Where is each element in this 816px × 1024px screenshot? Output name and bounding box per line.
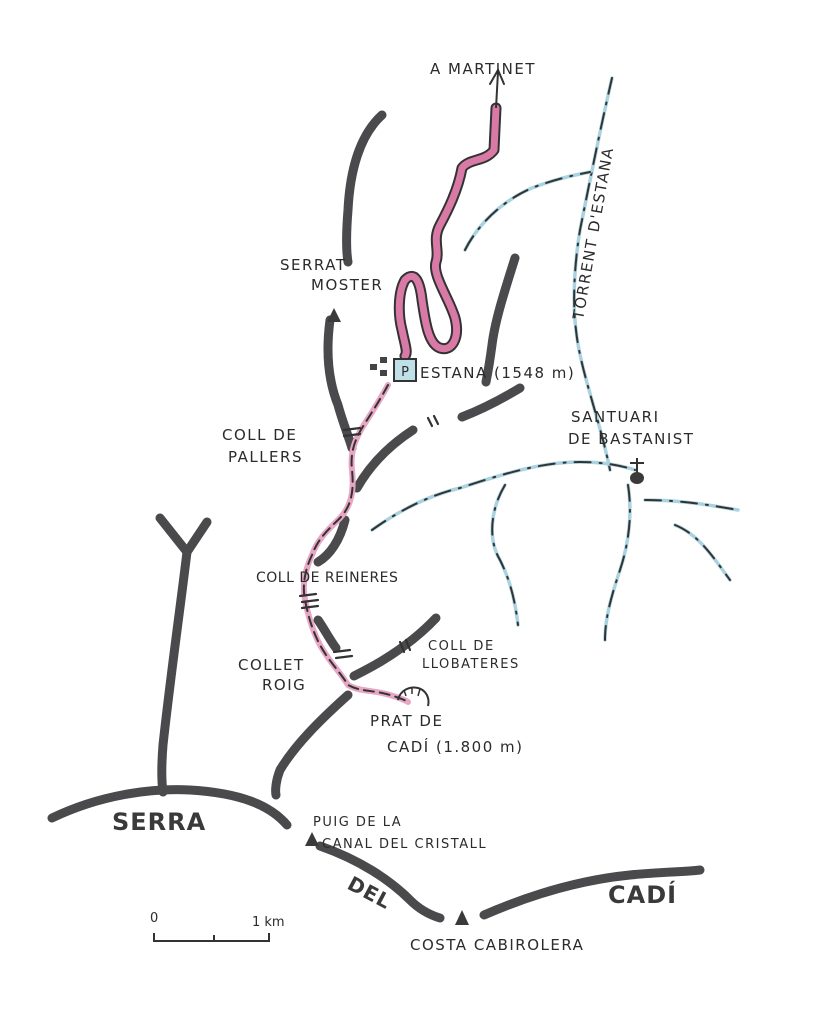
label-collet-roig-line2: ROIG: [262, 676, 306, 694]
meadow-icon: [397, 686, 430, 707]
stream-west-branch: [370, 460, 637, 532]
ridge-collet-roig-south: [271, 690, 353, 800]
label-santuari-line1: SANTUARI: [571, 408, 660, 426]
peak-icon: [305, 832, 319, 846]
label-coll-pallers-line1: COLL DE: [222, 426, 297, 444]
label-serrat-moster-line2: MOSTER: [311, 276, 383, 294]
ridge-reineres: [313, 515, 350, 567]
peak-icon: [455, 910, 469, 925]
pass-estana-ridge: [426, 414, 440, 428]
ridge-collet-roig-north: [313, 615, 341, 653]
stream-torrent-estana: [572, 76, 614, 472]
label-coll-llobateres-line1: COLL DE: [428, 639, 495, 654]
hiking-trail: [300, 382, 411, 705]
peaks: [305, 308, 469, 925]
stream-east-branch: [643, 498, 740, 512]
scale-start-label: 0: [150, 911, 160, 926]
pass-coll-de-pallers: [342, 426, 362, 438]
streams: [370, 76, 740, 642]
label-prat-cadi-line2: CADÍ (1.800 m): [387, 737, 524, 756]
ridge-pallers-east: [352, 425, 418, 493]
ridge-north-west: [342, 110, 387, 267]
pass-coll-de-reineres: [298, 592, 320, 610]
pass-collet-roig: [332, 648, 354, 660]
pass-markers: [298, 414, 440, 660]
label-serrat-moster-line1: SERRAT: [280, 256, 347, 274]
scale-bar: 0 1 km: [150, 911, 285, 942]
pass-coll-de-llobateres: [398, 638, 412, 654]
ridge-west-valley-fork-b: [182, 517, 212, 557]
label-coll-pallers-line2: PALLERS: [228, 448, 303, 466]
ridge-west-valley-fork-a: [155, 513, 192, 557]
church-cross-icon: [630, 458, 644, 484]
label-puig-line2: CANAL DEL CRISTALL: [322, 837, 487, 852]
stream-tributary-north: [463, 170, 592, 252]
label-puig-line1: PUIG DE LA: [313, 815, 402, 830]
ridge-del: [315, 841, 445, 923]
label-a-martinet: A MARTINET: [430, 60, 536, 78]
peak-icon: [327, 308, 341, 322]
parking-icon: P: [393, 358, 417, 382]
scale-end-label: 1 km: [252, 915, 285, 930]
label-serra: SERRA: [112, 808, 206, 836]
label-santuari-line2: DE BASTANIST: [568, 430, 694, 448]
ridge-cadi: [479, 865, 705, 920]
label-prat-cadi-line1: PRAT DE: [370, 712, 443, 730]
label-collet-roig-line1: COLLET: [238, 656, 305, 674]
label-coll-llobateres-line2: LLOBATERES: [422, 657, 520, 672]
label-costa-cabirolera: COSTA CABIROLERA: [410, 936, 584, 954]
stream-southeast-branch: [673, 523, 732, 582]
ridge-serrat-moster: [323, 315, 357, 453]
ridge-estana-south: [457, 383, 525, 422]
label-coll-reineres: COLL DE REINERES: [256, 570, 398, 586]
ridge-serra: [47, 785, 292, 830]
stream-middle-branch: [490, 483, 520, 627]
village-icon: [370, 357, 387, 376]
road-to-martinet: [393, 67, 505, 362]
ridge-west-valley: [157, 547, 192, 797]
direction-arrow-icon: [489, 67, 505, 109]
parking-label: P: [401, 365, 409, 380]
ridges: [47, 110, 705, 923]
ridge-east-of-road: [481, 253, 520, 387]
stream-south-branch: [603, 483, 632, 642]
label-estana: ESTANA (1548 m): [420, 364, 575, 382]
label-cadi: CADÍ: [608, 880, 677, 909]
ridge-llobateres: [349, 613, 441, 681]
